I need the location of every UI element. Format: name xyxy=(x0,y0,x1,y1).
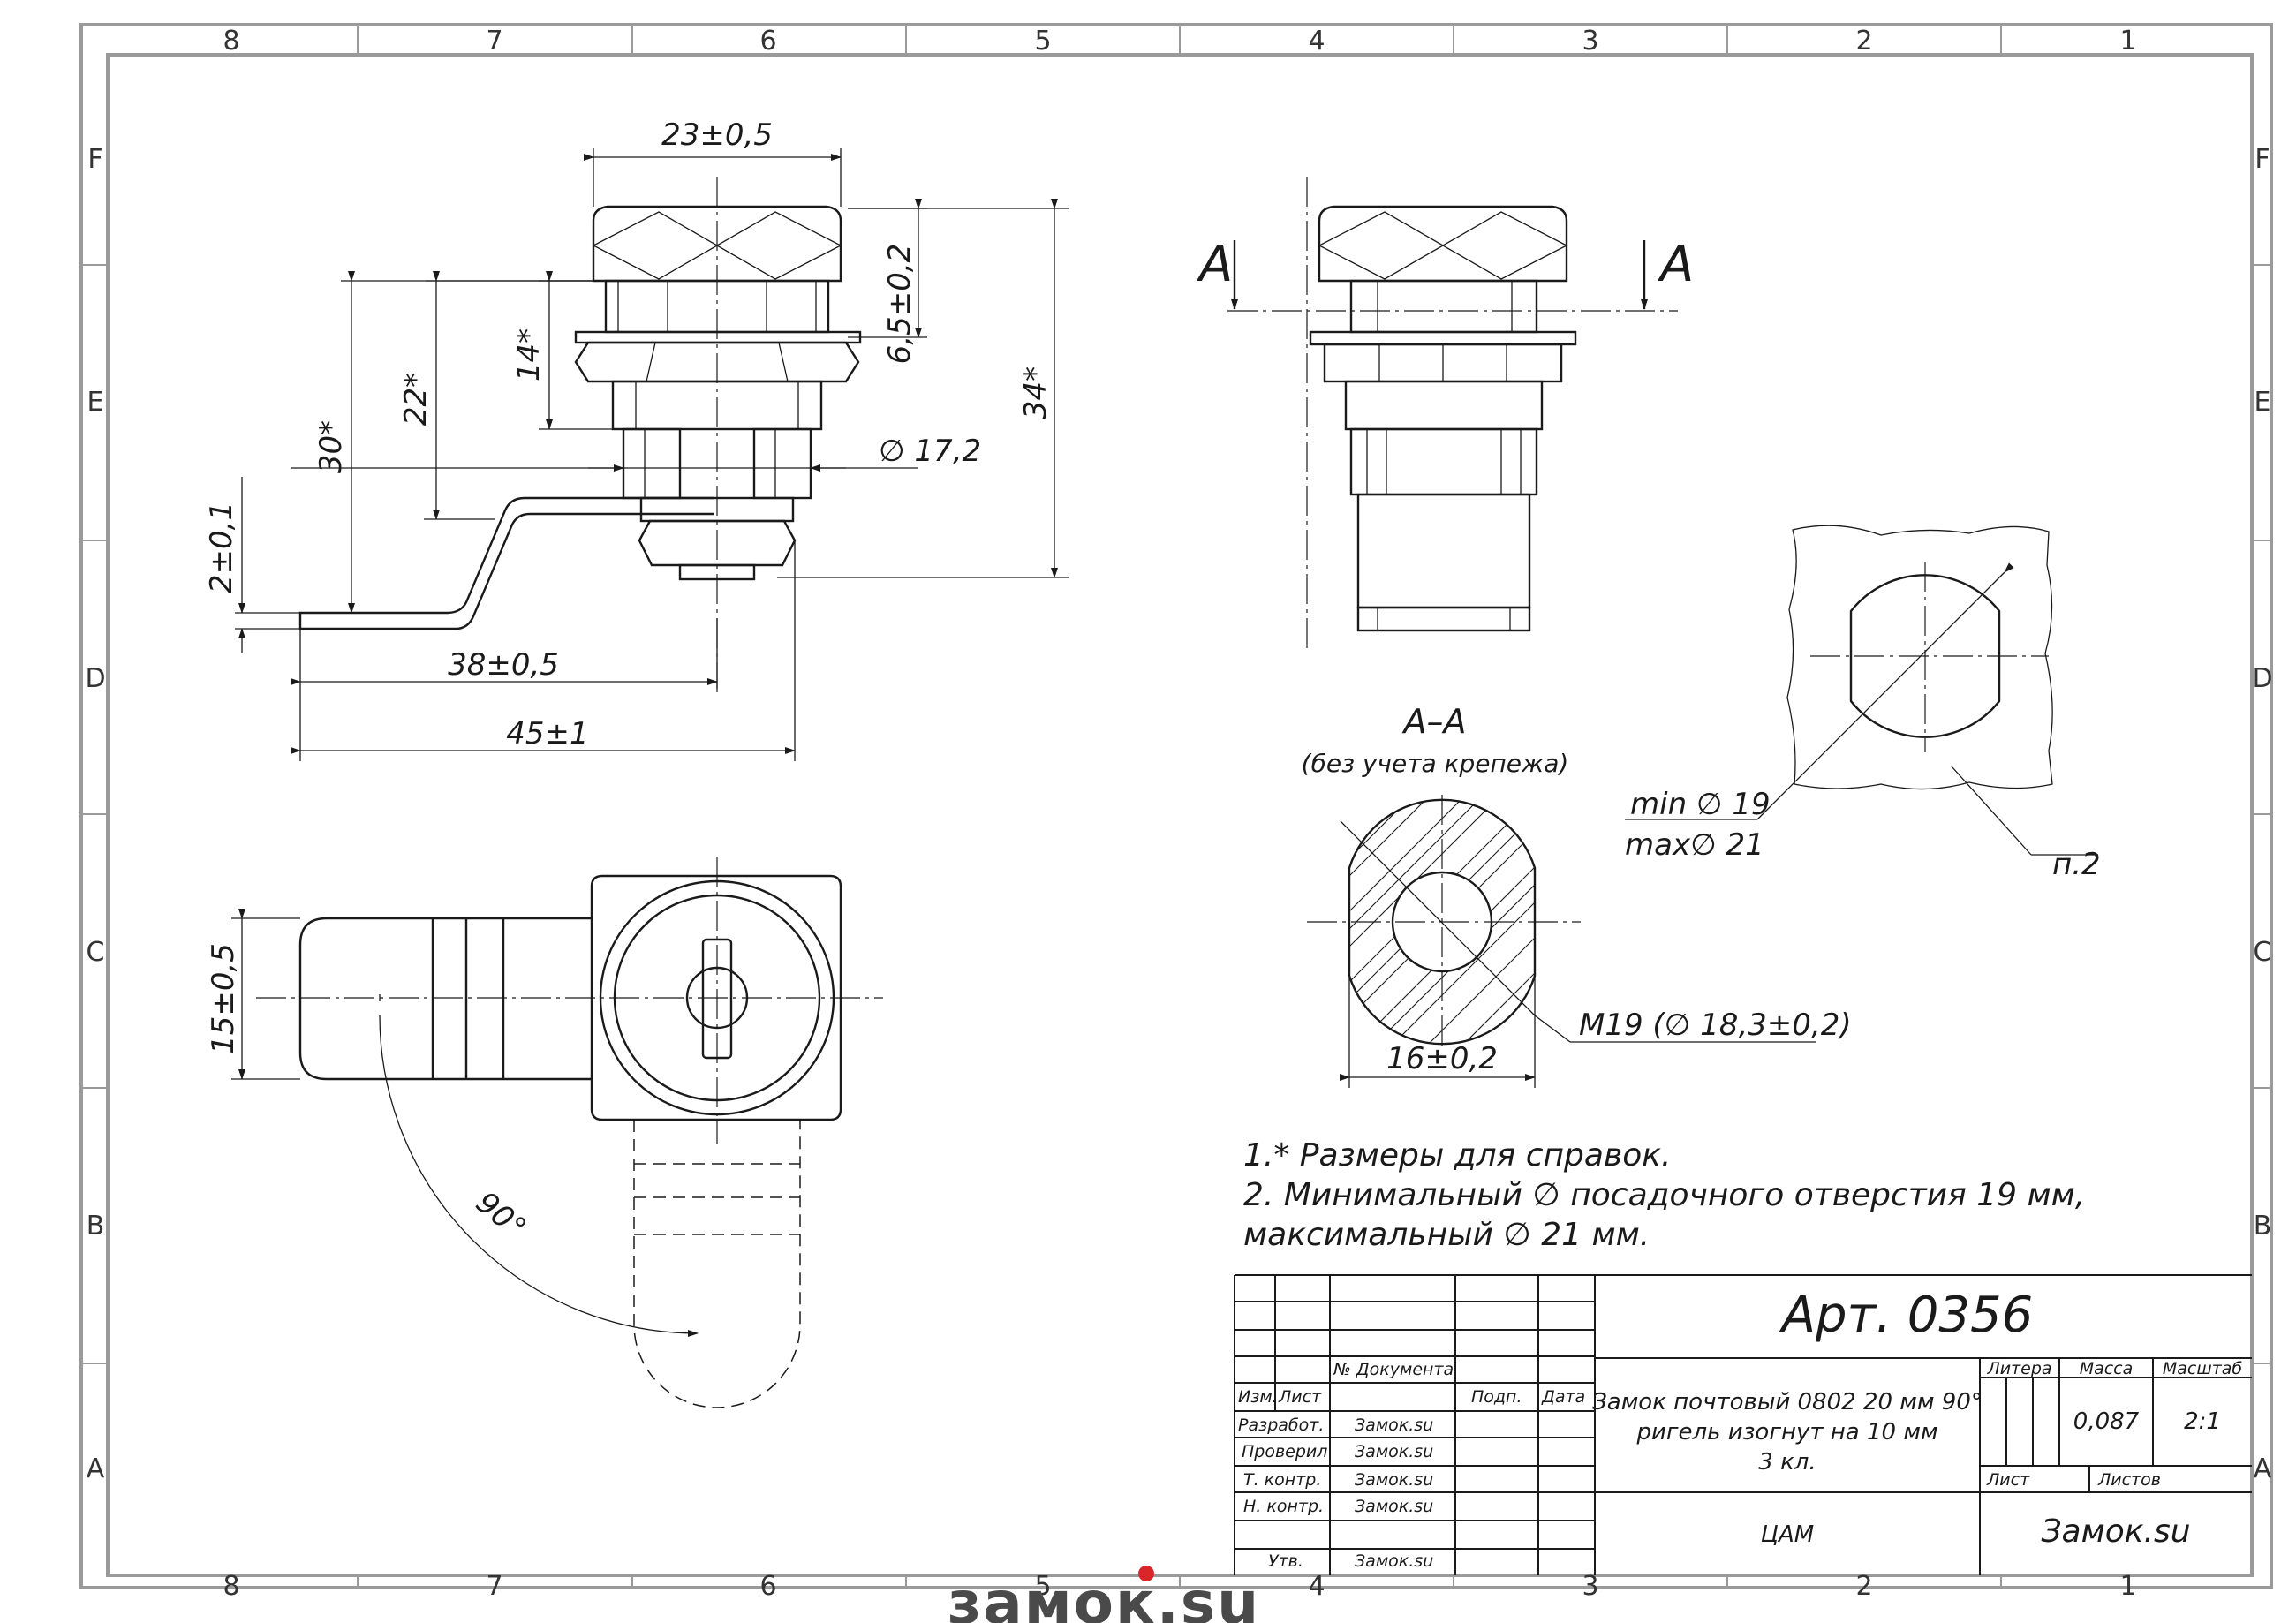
zone-col-7-bottom: 7 xyxy=(486,1571,502,1602)
dim-thread: M19 (∅ 18,3±0,2) xyxy=(1579,1008,1852,1043)
zone-row-a: A xyxy=(87,1453,105,1484)
material: ЦАМ xyxy=(1761,1521,1814,1548)
scale-label: Масштаб xyxy=(2163,1359,2243,1378)
section-subtitle: (без учета крепежа) xyxy=(1302,749,1569,778)
section-aa: А–А (без учета крепежа) 16±0,2 xyxy=(1302,702,1852,1088)
item-ref: п.2 xyxy=(2052,847,2101,882)
zone-row-c: C xyxy=(87,937,105,968)
dim-22: 22* xyxy=(398,373,434,426)
dim-30: 30* xyxy=(313,420,349,473)
note-3: максимальный ∅ 21 мм. xyxy=(1243,1217,1650,1253)
section-mark-right: A xyxy=(1658,236,1694,293)
header-izm: Изм. xyxy=(1238,1387,1278,1407)
zone-col-5-bottom: 5 xyxy=(1034,1571,1051,1602)
role-developer: Разработ. xyxy=(1238,1415,1324,1435)
dim-38: 38±0,5 xyxy=(448,647,559,683)
product-name-line-3: 3 кл. xyxy=(1758,1449,1816,1476)
zone-col-3: 3 xyxy=(1582,26,1598,57)
header-doc: № Документа xyxy=(1333,1360,1454,1379)
header-sign: Подп. xyxy=(1471,1387,1522,1407)
dim-hole-min: min ∅ 19 xyxy=(1630,787,1771,822)
dim-16: 16±0,2 xyxy=(1386,1041,1498,1076)
product-name-line-1: Замок почтовый 0802 20 мм 90° xyxy=(1592,1389,1983,1415)
dim-2: 2±0,1 xyxy=(204,502,239,593)
zone-row-f-right: F xyxy=(2254,144,2270,175)
zone-row-f: F xyxy=(87,144,102,175)
section-mark-left: A xyxy=(1197,236,1233,293)
dim-65: 6,5±0,2 xyxy=(882,244,918,365)
product-name-line-2: ригель изогнут на 10 мм xyxy=(1635,1419,1937,1446)
zone-labels-bottom: 8 7 6 5 4 3 2 1 xyxy=(223,1571,2136,1602)
header-date: Дата xyxy=(1541,1387,1585,1407)
site-logo: замок.su xyxy=(948,1566,1260,1623)
top-view: 15±0,5 90° xyxy=(206,857,883,1408)
note-2: 2. Минимальный ∅ посадочного отверстия 1… xyxy=(1243,1177,2085,1213)
zone-col-8: 8 xyxy=(223,26,239,57)
role-tech-control: Т. контр. xyxy=(1243,1470,1321,1490)
zone-col-8-bottom: 8 xyxy=(223,1571,239,1602)
zone-col-6: 6 xyxy=(759,26,776,57)
mass-label: Масса xyxy=(2080,1359,2134,1378)
zone-col-3-bottom: 3 xyxy=(1582,1571,1598,1602)
zone-col-5: 5 xyxy=(1034,26,1051,57)
front-view-dim-labels: 23±0,5 6,5±0,2 34* 14* 22* 30* 2±0,1 ∅ 1… xyxy=(204,117,1054,751)
company-name: Замок.su xyxy=(2041,1514,2190,1550)
name-tech-control: Замок.su xyxy=(1355,1470,1433,1490)
section-title: А–А xyxy=(1401,702,1467,741)
dim-45: 45±1 xyxy=(506,716,588,751)
zone-row-c-right: C xyxy=(2254,937,2272,968)
zone-col-2: 2 xyxy=(1855,26,1872,57)
article-number: Арт. 0356 xyxy=(1779,1287,2034,1344)
header-list: Лист xyxy=(1278,1387,1322,1407)
front-view xyxy=(291,177,918,698)
role-checker: Проверил xyxy=(1242,1442,1327,1461)
dim-d172: ∅ 17,2 xyxy=(879,434,981,469)
zone-row-b-right: B xyxy=(2254,1211,2272,1242)
role-norm-control: Н. контр. xyxy=(1243,1497,1324,1516)
zone-row-b: B xyxy=(87,1211,105,1242)
zone-col-1-bottom: 1 xyxy=(2119,1571,2136,1602)
zone-row-a-right: A xyxy=(2254,1453,2272,1484)
dim-head-width: 23±0,5 xyxy=(661,117,773,153)
sheet-label: Лист xyxy=(1986,1470,2030,1490)
zone-col-1: 1 xyxy=(2119,26,2136,57)
zone-col-4-bottom: 4 xyxy=(1308,1571,1325,1602)
litera-label: Литера xyxy=(1986,1359,2051,1378)
name-developer: Замок.su xyxy=(1355,1415,1433,1435)
technical-notes: 1.* Размеры для справок. 2. Минимальный … xyxy=(1243,1137,2085,1253)
role-approved: Утв. xyxy=(1268,1551,1303,1571)
zone-row-d-right: D xyxy=(2252,663,2272,694)
zone-row-e: E xyxy=(87,387,104,418)
sheet-frame xyxy=(79,23,2273,1589)
name-approved: Замок.su xyxy=(1355,1551,1433,1571)
front-view-dimensions xyxy=(235,148,1069,761)
zone-col-7: 7 xyxy=(486,26,502,57)
logo-dot-icon xyxy=(1138,1566,1154,1581)
name-norm-control: Замок.su xyxy=(1355,1497,1433,1516)
dim-15: 15±0,5 xyxy=(206,943,241,1054)
logo-text: замок.su xyxy=(948,1569,1260,1623)
zone-row-e-right: E xyxy=(2254,387,2271,418)
zone-col-2-bottom: 2 xyxy=(1855,1571,1872,1602)
note-1: 1.* Размеры для справок. xyxy=(1243,1137,1671,1174)
scale-value: 2:1 xyxy=(2184,1408,2221,1435)
zone-col-6-bottom: 6 xyxy=(759,1571,776,1602)
sheets-label: Листов xyxy=(2097,1470,2161,1490)
zone-labels-top: 8 7 6 5 4 3 2 1 xyxy=(223,26,2136,57)
title-block: Арт. 0356 № Документа Изм. Лист Подп. Да… xyxy=(1234,1274,2252,1575)
side-view: A A xyxy=(1197,177,1694,653)
dim-34: 34* xyxy=(1018,366,1054,419)
zone-row-d: D xyxy=(85,663,105,694)
dim-hole-max: max∅ 21 xyxy=(1625,827,1764,863)
dim-angle: 90° xyxy=(469,1185,532,1246)
name-checker: Замок.su xyxy=(1355,1442,1433,1461)
mass-value: 0,087 xyxy=(2073,1408,2140,1435)
mounting-hole-view: min ∅ 19 max∅ 21 п.2 xyxy=(1625,525,2101,882)
zone-col-4: 4 xyxy=(1308,26,1325,57)
dim-14: 14* xyxy=(511,328,547,381)
zone-labels-rows: F E D C B A F E D C B A xyxy=(85,144,2272,1484)
